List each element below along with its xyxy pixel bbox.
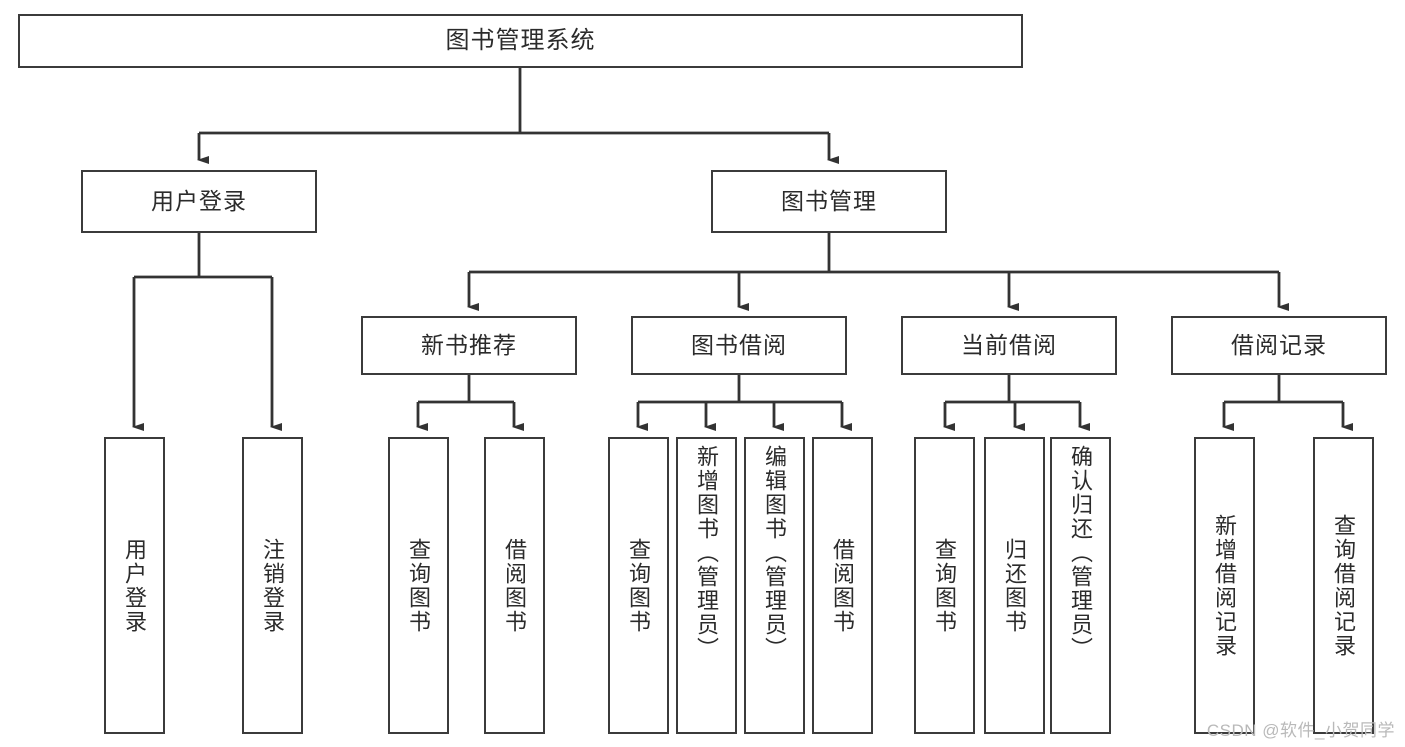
leaf-return-book-label: 归还图书 xyxy=(1002,537,1028,634)
node-root-book-management-system[interactable]: 图书管理系统 xyxy=(18,14,1023,68)
leaf-borrow-book-recommendation-label: 借阅图书 xyxy=(502,537,528,634)
node-book-management[interactable]: 图书管理 xyxy=(711,170,947,233)
leaf-add-borrowing-record-label: 新增借阅记录 xyxy=(1212,513,1238,658)
leaf-query-book-recommendation[interactable]: 查询图书 xyxy=(388,437,449,734)
node-current-borrowing-label: 当前借阅 xyxy=(961,332,1057,359)
leaf-borrow-book-borrowing-label: 借阅图书 xyxy=(830,537,856,634)
leaf-query-book-current[interactable]: 查询图书 xyxy=(914,437,975,734)
leaf-edit-book-admin[interactable]: 编辑图书（管理员） xyxy=(744,437,805,734)
leaf-borrow-book-borrowing[interactable]: 借阅图书 xyxy=(812,437,873,734)
node-user-login[interactable]: 用户登录 xyxy=(81,170,317,233)
leaf-query-book-recommendation-label: 查询图书 xyxy=(406,537,432,634)
leaf-query-borrowing-record-label: 查询借阅记录 xyxy=(1331,513,1357,658)
node-book-management-label: 图书管理 xyxy=(781,188,877,215)
node-borrowing-record-label: 借阅记录 xyxy=(1231,332,1327,359)
leaf-confirm-return-admin[interactable]: 确认归还（管理员） xyxy=(1050,437,1111,734)
leaf-query-book-borrowing[interactable]: 查询图书 xyxy=(608,437,669,734)
leaf-add-book-admin[interactable]: 新增图书（管理员） xyxy=(676,437,737,734)
node-user-login-label: 用户登录 xyxy=(151,188,247,215)
leaf-logout-label: 注销登录 xyxy=(260,537,286,634)
leaf-edit-book-admin-label: 编辑图书（管理员） xyxy=(762,445,788,661)
csdn-watermark: CSDN @软件_小贺同学 xyxy=(1206,721,1395,740)
leaf-confirm-return-admin-label: 确认归还（管理员） xyxy=(1068,445,1094,661)
node-book-borrowing[interactable]: 图书借阅 xyxy=(631,316,847,375)
leaf-query-book-current-label: 查询图书 xyxy=(932,537,958,634)
node-root-label: 图书管理系统 xyxy=(445,27,596,54)
node-borrowing-record[interactable]: 借阅记录 xyxy=(1171,316,1387,375)
node-new-book-recommendation[interactable]: 新书推荐 xyxy=(361,316,577,375)
leaf-borrow-book-recommendation[interactable]: 借阅图书 xyxy=(484,437,545,734)
leaf-return-book[interactable]: 归还图书 xyxy=(984,437,1045,734)
node-new-book-recommendation-label: 新书推荐 xyxy=(421,332,517,359)
leaf-logout[interactable]: 注销登录 xyxy=(242,437,303,734)
leaf-query-borrowing-record[interactable]: 查询借阅记录 xyxy=(1313,437,1374,734)
node-current-borrowing[interactable]: 当前借阅 xyxy=(901,316,1117,375)
node-book-borrowing-label: 图书借阅 xyxy=(691,332,787,359)
leaf-add-book-admin-label: 新增图书（管理员） xyxy=(694,445,720,661)
leaf-add-borrowing-record[interactable]: 新增借阅记录 xyxy=(1194,437,1255,734)
leaf-query-book-borrowing-label: 查询图书 xyxy=(626,537,652,634)
leaf-user-login-label: 用户登录 xyxy=(122,537,148,634)
leaf-user-login[interactable]: 用户登录 xyxy=(104,437,165,734)
